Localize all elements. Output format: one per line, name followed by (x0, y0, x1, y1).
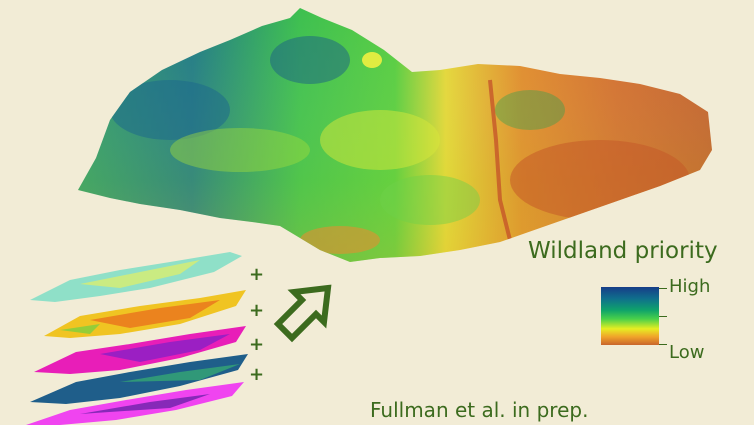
legend-tick-low (659, 344, 667, 345)
plus-operator: + (249, 364, 265, 385)
legend-color-ramp (601, 287, 659, 345)
legend-tick-high (659, 288, 667, 289)
combine-arrow-icon (273, 284, 332, 343)
input-layers-stack (26, 252, 248, 425)
legend-title: Wildland priority (528, 238, 718, 264)
input-layer-2 (44, 290, 246, 338)
plus-operator: + (249, 300, 265, 321)
legend-tick-mid (659, 316, 667, 317)
legend-high-label: High (669, 276, 711, 297)
input-layer-1 (30, 252, 242, 302)
input-layer-3 (34, 326, 246, 374)
plus-operator: + (249, 334, 265, 355)
legend-low-label: Low (669, 342, 705, 363)
plus-operator: + (249, 264, 265, 285)
input-layer-4 (30, 354, 248, 404)
citation: Fullman et al. in prep. (370, 398, 589, 422)
input-layer-5 (26, 382, 244, 425)
